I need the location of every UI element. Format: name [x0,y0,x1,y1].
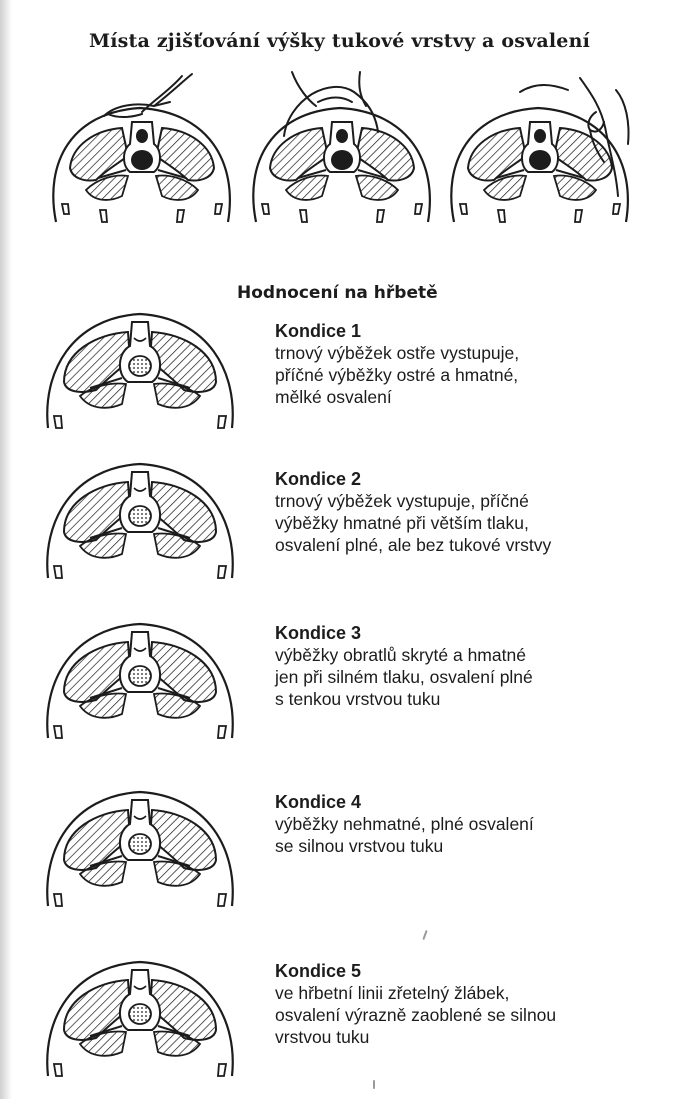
condition-4-line-1: výběžky nehmatné, plné osvalení [275,813,670,835]
condition-2-title: Kondice 2 [275,468,670,490]
condition-4-title: Kondice 4 [275,791,670,813]
condition-4-line-2: se silnou vrstvou tuku [275,835,670,857]
palpation-figure-2 [242,72,442,232]
condition-5-figure [40,930,240,1080]
condition-3-figure [40,592,240,742]
condition-2-line-2: výběžky hmatné při větším tlaku, [275,512,670,534]
section-heading: Hodnocení na hřbetě [237,283,438,303]
condition-3-line-1: výběžky obratlů skryté a hmatné [275,644,670,666]
page-title: Místa zjišťování výšky tukové vrstvy a o… [0,30,679,52]
condition-1-line-2: příčné výběžky ostré a hmatné, [275,364,670,386]
condition-3: Kondice 3 výběžky obratlů skryté a hmatn… [275,622,670,710]
condition-2-figure [40,432,240,582]
condition-1-line-1: trnový výběžek ostře vystupuje, [275,342,670,364]
condition-1-title: Kondice 1 [275,320,670,342]
condition-5: Kondice 5 ve hřbetní linii zřetelný žláb… [275,960,670,1048]
condition-2-line-3: osvalení plné, ale bez tukové vrstvy [275,534,670,556]
scan-speck [373,1080,375,1089]
scan-speck [422,930,427,940]
condition-3-line-3: s tenkou vrstvou tuku [275,688,670,710]
palpation-figure-3 [440,72,640,232]
condition-5-title: Kondice 5 [275,960,670,982]
condition-5-line-2: osvalení výrazně zaoblené se silnou [275,1004,670,1026]
condition-1-figure [40,282,240,432]
condition-3-title: Kondice 3 [275,622,670,644]
scan-edge-shadow [0,0,12,1099]
condition-4: Kondice 4 výběžky nehmatné, plné osvalen… [275,791,670,857]
condition-5-line-3: vrstvou tuku [275,1026,670,1048]
condition-1-line-3: mělké osvalení [275,386,670,408]
palpation-figure-1 [42,72,242,232]
condition-3-line-2: jen při silném tlaku, osvalení plné [275,666,670,688]
condition-2-line-1: trnový výběžek vystupuje, příčné [275,490,670,512]
condition-5-line-1: ve hřbetní linii zřetelný žlábek, [275,982,670,1004]
condition-1: Kondice 1 trnový výběžek ostře vystupuje… [275,320,670,408]
condition-4-figure [40,760,240,910]
condition-2: Kondice 2 trnový výběžek vystupuje, příč… [275,468,670,556]
